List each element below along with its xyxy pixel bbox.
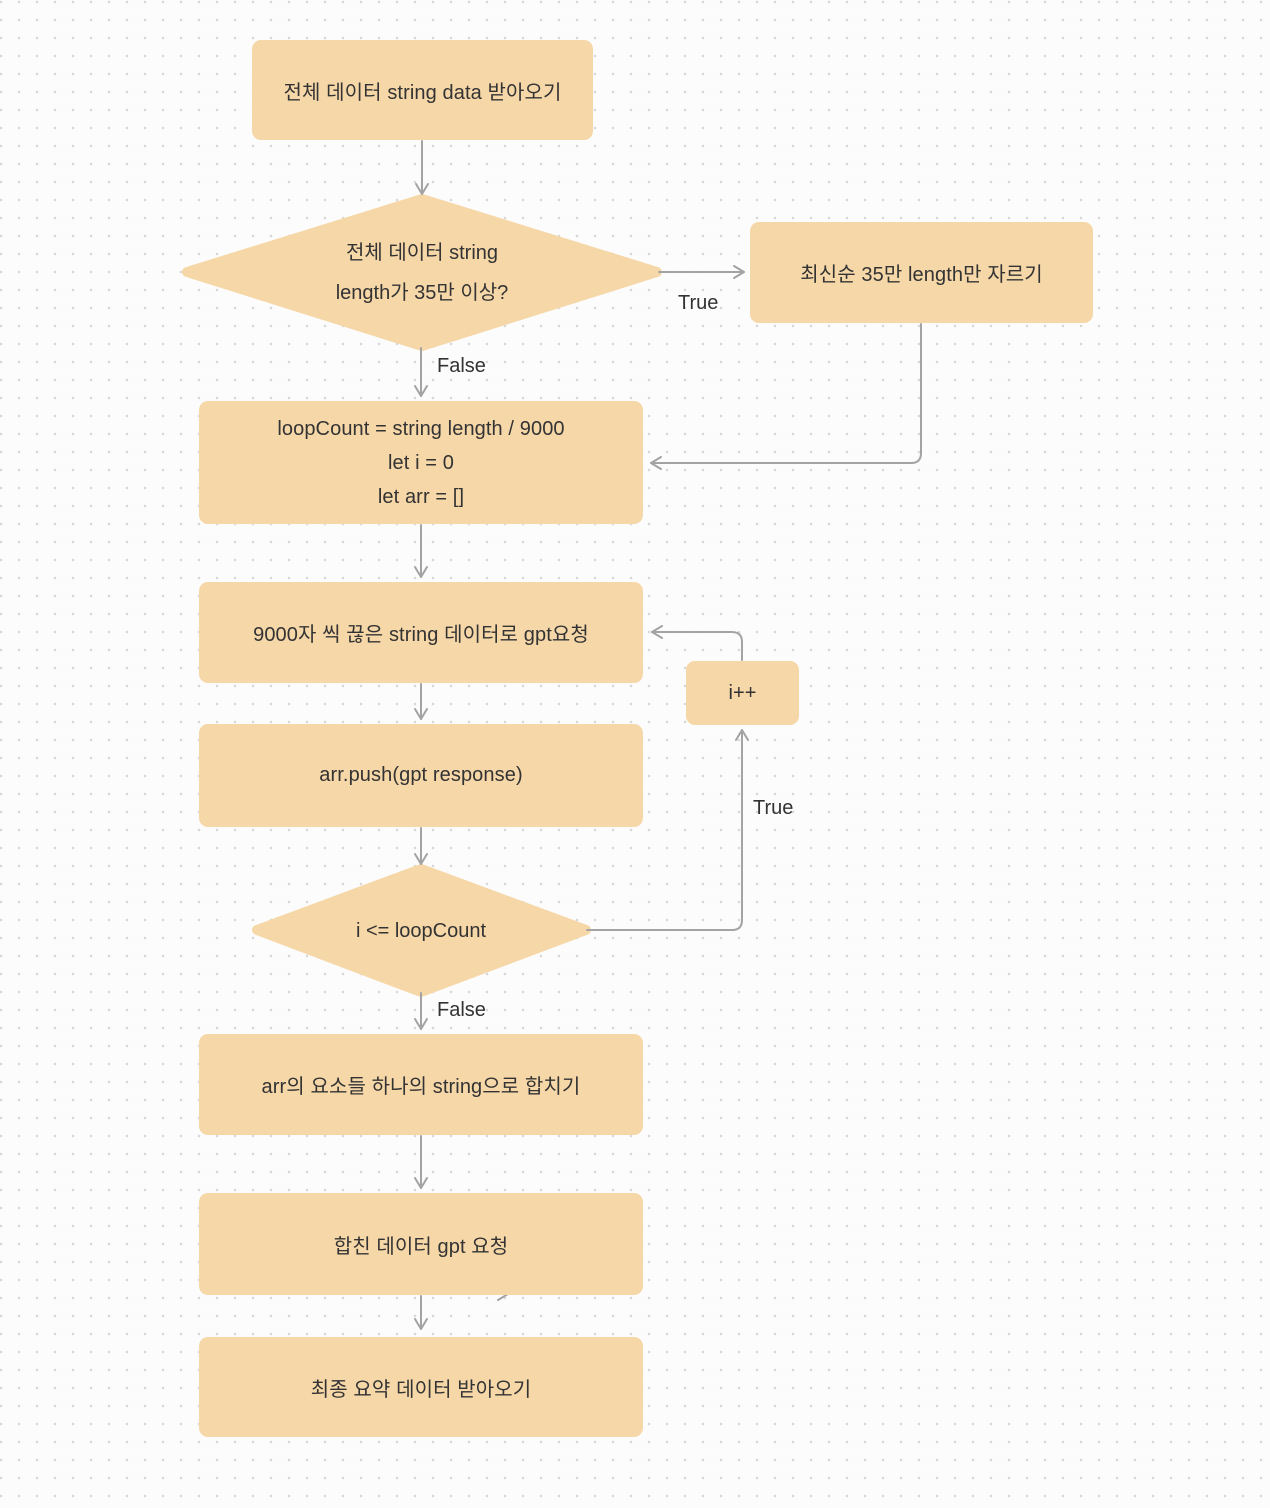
node-init-line2: let i = 0 <box>388 451 454 474</box>
node-merged-gpt-request-label: 합친 데이터 gpt 요청 <box>333 1235 509 1258</box>
arrow-increment-to-chunk-request <box>651 625 743 661</box>
edge-label-length-false: False <box>437 355 486 377</box>
edge-label-loop-false: False <box>437 999 486 1021</box>
node-fetch-data[interactable]: 전체 데이터 string data 받아오기 <box>252 40 593 140</box>
node-trim-length-label: 최신순 35만 length만 자르기 <box>800 264 1043 286</box>
decision-length-shape[interactable] <box>182 194 662 351</box>
node-increment-label: i++ <box>728 681 757 704</box>
node-final-result-label: 최종 요약 데이터 받아오기 <box>310 1378 532 1401</box>
decision-length-line2: length가 35만 이상? <box>335 281 509 304</box>
node-merged-gpt-request[interactable]: 합친 데이터 gpt 요청 <box>199 1193 643 1295</box>
node-init-line1: loopCount = string length / 9000 <box>277 417 565 440</box>
decision-length-label: 전체 데이터 string length가 35만 이상? <box>222 199 622 346</box>
decision-length-line1: 전체 데이터 string <box>345 241 499 264</box>
node-push-response-label: arr.push(gpt response) <box>319 764 523 786</box>
edge-label-length-true: True <box>678 292 719 314</box>
node-chunk-gpt-request[interactable]: 9000자 씩 끊은 string 데이터로 gpt요청 <box>199 582 643 683</box>
node-join-strings[interactable]: arr의 요소들 하나의 string으로 합치기 <box>199 1034 643 1135</box>
arrow-loop-true-to-increment <box>586 729 749 931</box>
edge-label-loop-true: True <box>753 797 794 819</box>
decision-loop-text: i <= loopCount <box>355 919 487 942</box>
node-push-response[interactable]: arr.push(gpt response) <box>199 724 643 827</box>
node-trim-length[interactable]: 최신순 35만 length만 자르기 <box>750 222 1093 323</box>
node-chunk-gpt-request-label: 9000자 씩 끊은 string 데이터로 gpt요청 <box>253 624 589 646</box>
node-final-result[interactable]: 최종 요약 데이터 받아오기 <box>199 1337 643 1437</box>
node-init-vars[interactable]: loopCount = string length / 9000 let i =… <box>199 401 643 524</box>
node-join-strings-label: arr의 요소들 하나의 string으로 합치기 <box>261 1076 581 1098</box>
node-init-line3: let arr = [] <box>377 485 465 508</box>
decision-loop-label: i <= loopCount <box>271 869 571 992</box>
node-fetch-data-label: 전체 데이터 string data 받아오기 <box>283 81 562 104</box>
arrow-trim-to-init <box>650 323 922 470</box>
node-increment[interactable]: i++ <box>686 661 799 725</box>
